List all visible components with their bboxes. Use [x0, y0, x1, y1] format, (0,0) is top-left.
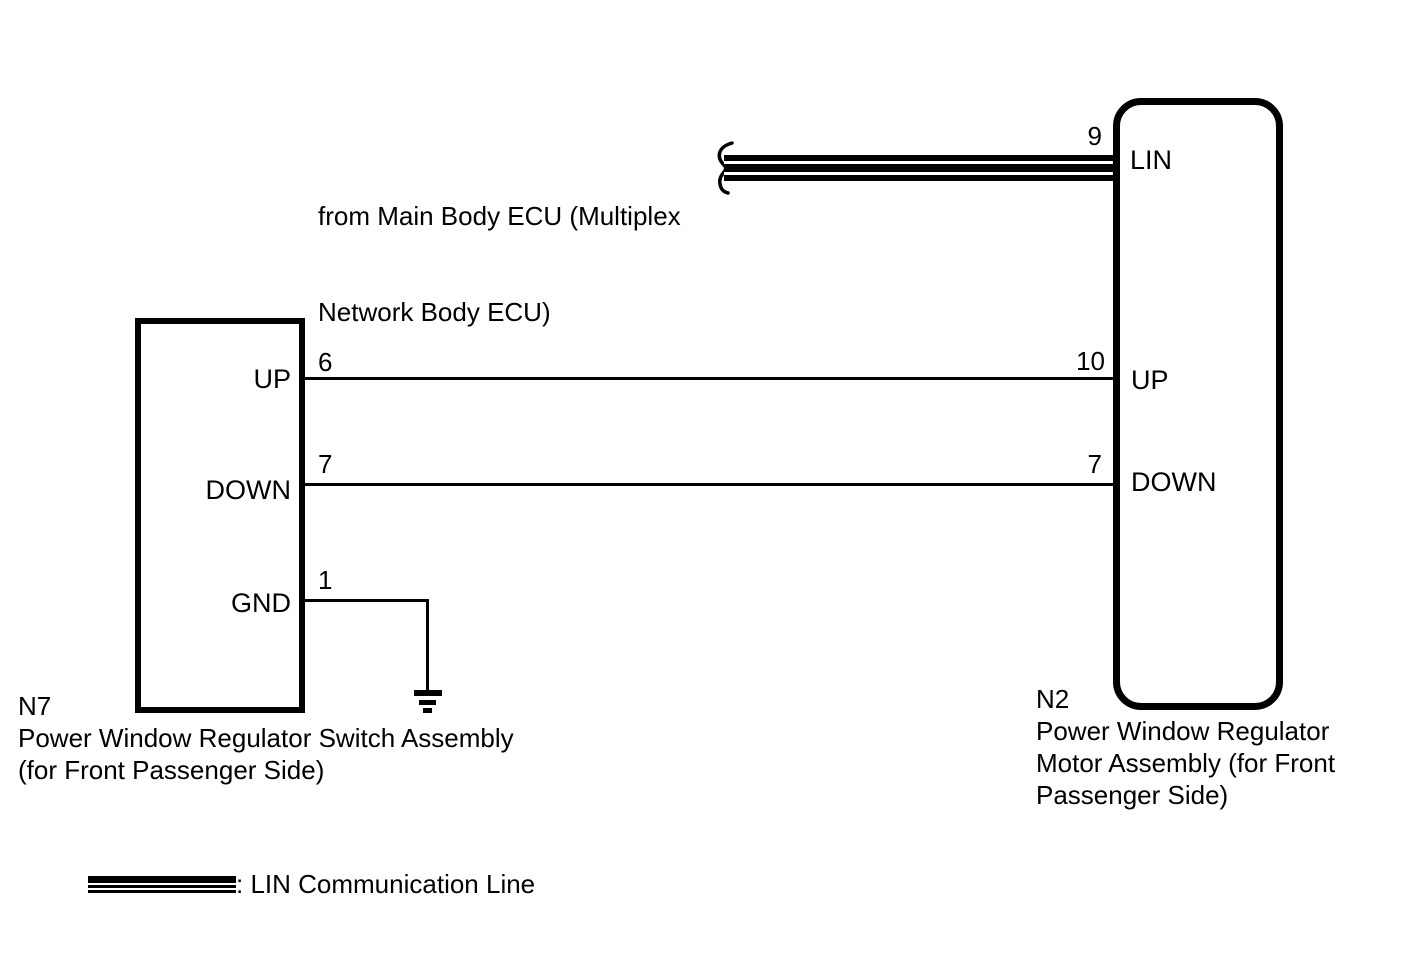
- pin-label-gnd-left: GND: [231, 588, 291, 618]
- right-component-name-line3: Passenger Side): [1036, 780, 1229, 810]
- switch-assembly-box: [135, 318, 305, 713]
- left-component-id: N7: [18, 691, 52, 721]
- pin-label-down-left: DOWN: [205, 475, 291, 505]
- wire-up: [305, 377, 1115, 380]
- ground-icon-bar3: [423, 708, 432, 713]
- pin-number-1: 1: [318, 565, 333, 595]
- wire-gnd-vertical: [426, 599, 429, 691]
- left-component-name-line2: (for Front Passenger Side): [18, 755, 325, 785]
- pin-number-9: 9: [1087, 121, 1102, 151]
- line-continuation-squiggle-icon: [717, 141, 734, 195]
- legend-label: : LIN Communication Line: [236, 869, 536, 899]
- pin-label-lin: LIN: [1130, 145, 1173, 175]
- wire-gnd-horizontal: [305, 599, 429, 602]
- ecu-note: from Main Body ECU (Multiplex Network Bo…: [318, 136, 681, 392]
- lin-line-sample-icon: [88, 875, 236, 893]
- pin-number-7-right: 7: [1087, 449, 1102, 479]
- ecu-note-line1: from Main Body ECU (Multiplex: [318, 201, 681, 231]
- right-component-name-line1: Power Window Regulator: [1036, 716, 1330, 746]
- legend: : LIN Communication Line: [88, 871, 535, 897]
- ground-icon: [414, 690, 442, 696]
- pin-number-6: 6: [318, 347, 333, 377]
- left-component-name-line1: Power Window Regulator Switch Assembly: [18, 723, 514, 753]
- pin-label-up-left: UP: [253, 364, 291, 394]
- motor-assembly-box: [1113, 98, 1283, 710]
- pin-label-down-right: DOWN: [1131, 467, 1217, 497]
- wire-down: [305, 483, 1115, 486]
- lin-communication-line: [724, 155, 1115, 181]
- left-component-caption: N7 Power Window Regulator Switch Assembl…: [18, 690, 514, 786]
- pin-number-10: 10: [1076, 346, 1105, 376]
- pin-label-up-right: UP: [1131, 365, 1169, 395]
- ecu-note-line2: Network Body ECU): [318, 297, 551, 327]
- ground-icon-bar2: [419, 700, 436, 705]
- right-component-name-line2: Motor Assembly (for Front: [1036, 748, 1336, 778]
- right-component-caption: N2 Power Window Regulator Motor Assembly…: [1036, 683, 1335, 811]
- pin-number-7-left: 7: [318, 449, 333, 479]
- right-component-id: N2: [1036, 684, 1070, 714]
